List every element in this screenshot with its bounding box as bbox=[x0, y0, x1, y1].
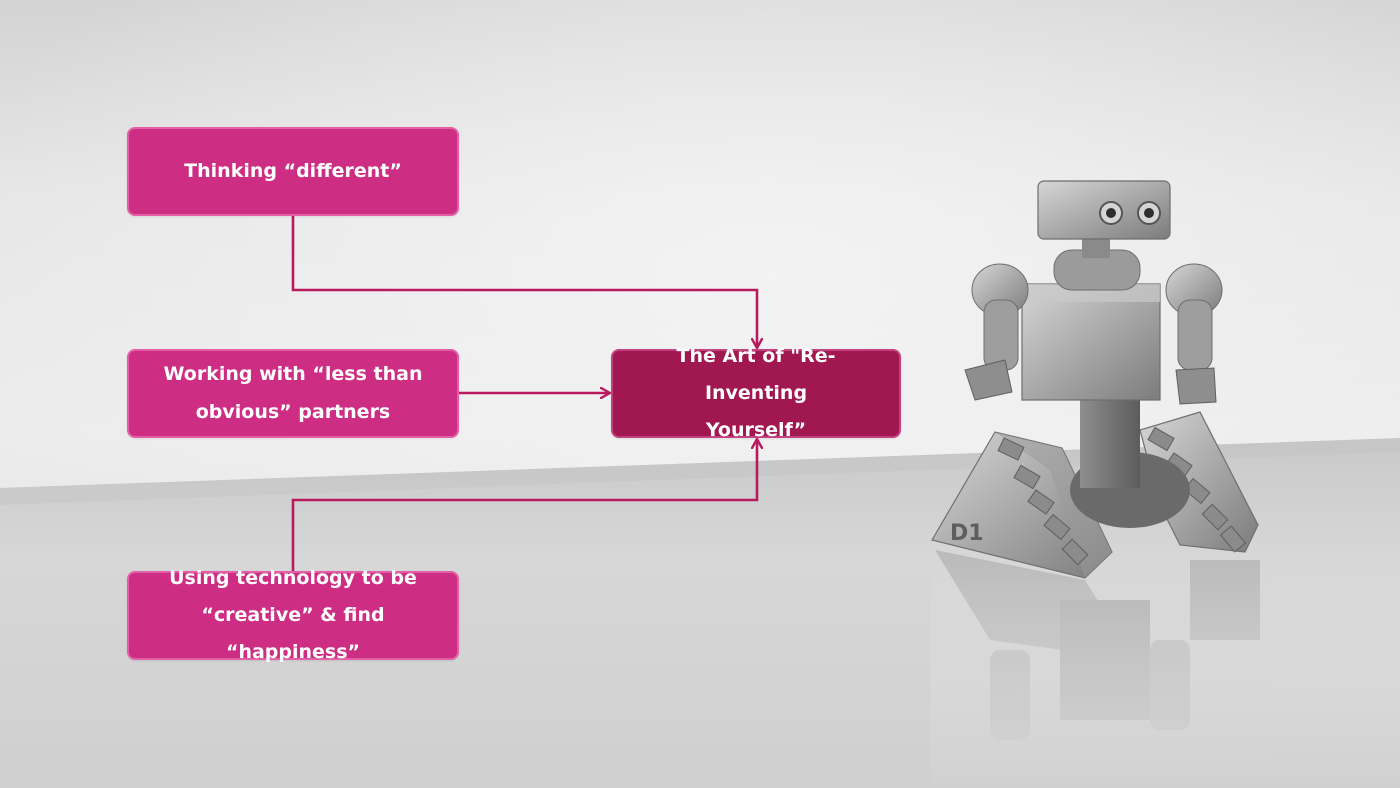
robot-base-marking: D1 bbox=[950, 521, 984, 546]
node-thinking-different: Thinking “different” bbox=[127, 127, 459, 216]
robot-arms bbox=[964, 263, 1223, 405]
node-reinventing-yourself: The Art of "Re-Inventing Yourself” bbox=[611, 345, 901, 441]
robot-reflection bbox=[930, 550, 1400, 788]
robot-head bbox=[1037, 180, 1171, 258]
node-using-technology: Using technology to be “creative” & find… bbox=[127, 567, 459, 663]
node-working-with-partners: Working with “less than obvious” partner… bbox=[127, 349, 459, 438]
robot-torso bbox=[1021, 249, 1161, 401]
